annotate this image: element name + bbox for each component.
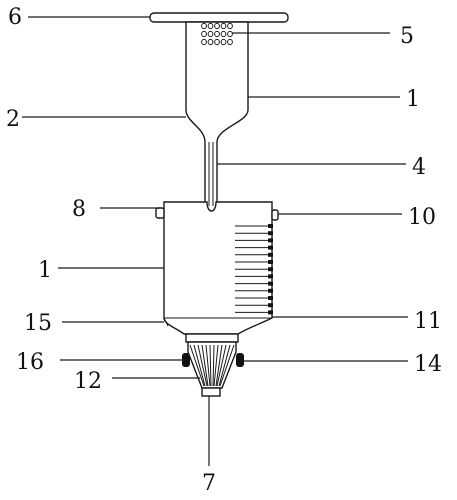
scale-tick <box>268 281 273 286</box>
left-knob <box>182 353 190 367</box>
mesh-line <box>205 344 211 387</box>
mesh-line <box>189 344 205 387</box>
scale-tick <box>268 296 273 300</box>
scale-tick <box>268 231 273 236</box>
scale-tick <box>268 310 273 315</box>
mesh-line <box>201 344 209 387</box>
mesh-line <box>212 344 215 387</box>
scale-tick <box>268 260 273 264</box>
vent-hole <box>207 30 214 38</box>
label-6: 6 <box>8 5 22 30</box>
label-10: 10 <box>408 205 436 230</box>
vent-hole <box>220 38 227 46</box>
scale-tick <box>268 238 273 243</box>
right-knob <box>236 353 244 367</box>
vent-hole <box>214 38 220 46</box>
mesh-line <box>213 344 219 387</box>
leader-lines <box>22 16 408 466</box>
vent-hole <box>220 30 227 38</box>
mesh-line <box>193 344 206 387</box>
mesh-line <box>218 344 231 387</box>
vent-hole <box>207 22 214 30</box>
bottom-ledge <box>163 317 169 327</box>
mesh-line <box>216 344 227 387</box>
vent-hole <box>214 22 220 30</box>
vent-holes <box>201 22 233 46</box>
right-lug <box>271 209 279 221</box>
label-14: 14 <box>414 352 442 377</box>
mesh-line <box>209 344 212 387</box>
label-1-top: 1 <box>406 87 420 112</box>
scale-tick <box>268 288 273 293</box>
scale-tick <box>268 245 273 250</box>
labels: 6 5 1 2 4 8 10 1 11 15 16 14 12 7 <box>6 5 442 496</box>
scale-tick <box>268 224 273 228</box>
label-5: 5 <box>400 24 414 49</box>
label-8: 8 <box>72 197 86 222</box>
label-11: 11 <box>414 309 442 334</box>
left-lug <box>155 207 165 219</box>
vent-hole <box>227 30 233 38</box>
outlet-tip <box>201 387 221 397</box>
upper-handle-plate <box>185 21 249 213</box>
scale-tick <box>268 267 273 272</box>
vent-hole <box>201 38 207 46</box>
vent-hole <box>201 30 207 38</box>
vent-hole <box>214 30 220 38</box>
scale-tick <box>268 303 273 308</box>
graduation-scale <box>235 224 273 315</box>
mesh-filter <box>187 341 237 389</box>
label-1-body: 1 <box>38 258 52 283</box>
vent-hole <box>227 38 233 46</box>
container-body <box>163 201 273 335</box>
label-15: 15 <box>24 311 52 336</box>
label-12: 12 <box>74 369 102 394</box>
scale-tick <box>268 252 273 257</box>
vent-hole <box>201 22 207 30</box>
label-2: 2 <box>6 107 20 132</box>
vent-hole <box>207 38 214 46</box>
label-4: 4 <box>412 155 426 180</box>
mesh-line <box>215 344 223 387</box>
label-7: 7 <box>202 471 216 496</box>
mesh-line <box>219 344 235 387</box>
vent-hole <box>220 22 227 30</box>
label-16: 16 <box>16 350 44 375</box>
vent-hole <box>227 22 233 30</box>
crossbar-handle <box>149 12 289 23</box>
mesh-line <box>197 344 208 387</box>
scale-tick <box>268 274 273 279</box>
